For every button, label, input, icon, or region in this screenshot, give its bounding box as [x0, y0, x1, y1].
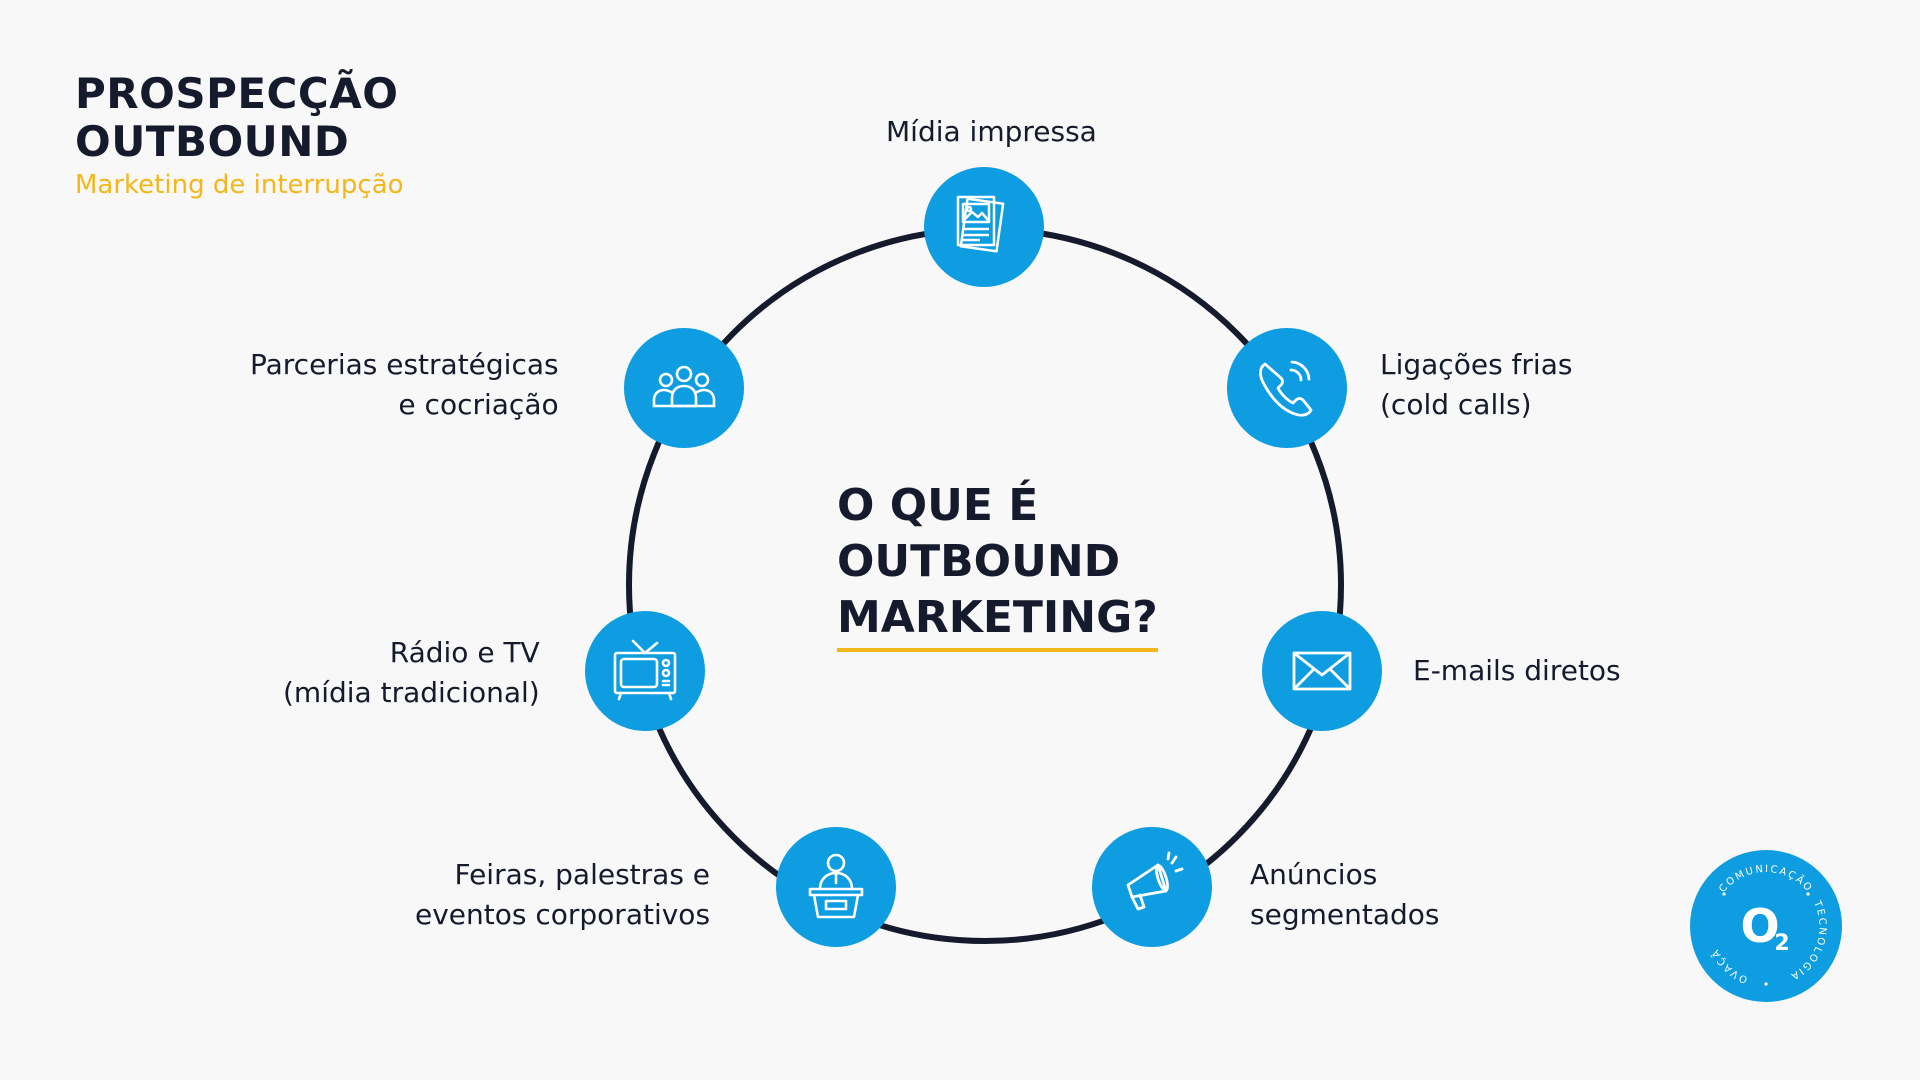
label-direct-emails: E-mails diretos — [1413, 654, 1621, 687]
seal-logo-main: O — [1740, 899, 1779, 953]
speaker-podium-icon — [808, 853, 864, 919]
page-title-line1: PROSPECÇÃO — [75, 69, 399, 118]
center-line1: O QUE É — [837, 480, 1039, 531]
phone-icon — [1259, 360, 1313, 417]
center-line2: OUTBOUND — [837, 536, 1121, 587]
node-partnerships — [624, 328, 744, 448]
label-print-media: Mídia impressa — [886, 115, 1097, 148]
header: PROSPECÇÃO OUTBOUND Marketing de interru… — [75, 69, 404, 201]
page-subtitle: Marketing de interrupção — [75, 170, 404, 200]
label-radio-tv: Rádio e TV (mídia tradicional) — [283, 636, 540, 709]
envelope-icon — [1292, 651, 1352, 691]
o2-logo-seal: COMUNICAÇÃO TECNOLOGIA INOVAÇÃO O 2 — [1690, 850, 1842, 1002]
node-cold-calls — [1227, 328, 1347, 448]
seal-logo-sub: 2 — [1774, 931, 1789, 956]
page-title-line2: OUTBOUND — [75, 117, 350, 166]
node-targeted-ads — [1092, 827, 1212, 947]
television-icon — [613, 639, 677, 701]
node-events — [776, 827, 896, 947]
node-direct-emails — [1262, 611, 1382, 731]
label-cold-calls: Ligações frias (cold calls) — [1380, 348, 1573, 421]
node-radio-tv — [585, 611, 705, 731]
label-events: Feiras, palestras e eventos corporativos — [415, 858, 711, 931]
megaphone-icon — [1126, 851, 1184, 911]
center-line3: MARKETING? — [837, 590, 1158, 652]
center-question: O QUE É OUTBOUND MARKETING? — [837, 478, 1158, 652]
node-print-media — [924, 167, 1044, 287]
newspaper-icon — [956, 195, 1005, 253]
label-partnerships: Parcerias estratégicas e cocriação — [250, 348, 559, 421]
label-targeted-ads: Anúncios segmentados — [1250, 858, 1440, 931]
people-group-icon — [652, 365, 716, 408]
